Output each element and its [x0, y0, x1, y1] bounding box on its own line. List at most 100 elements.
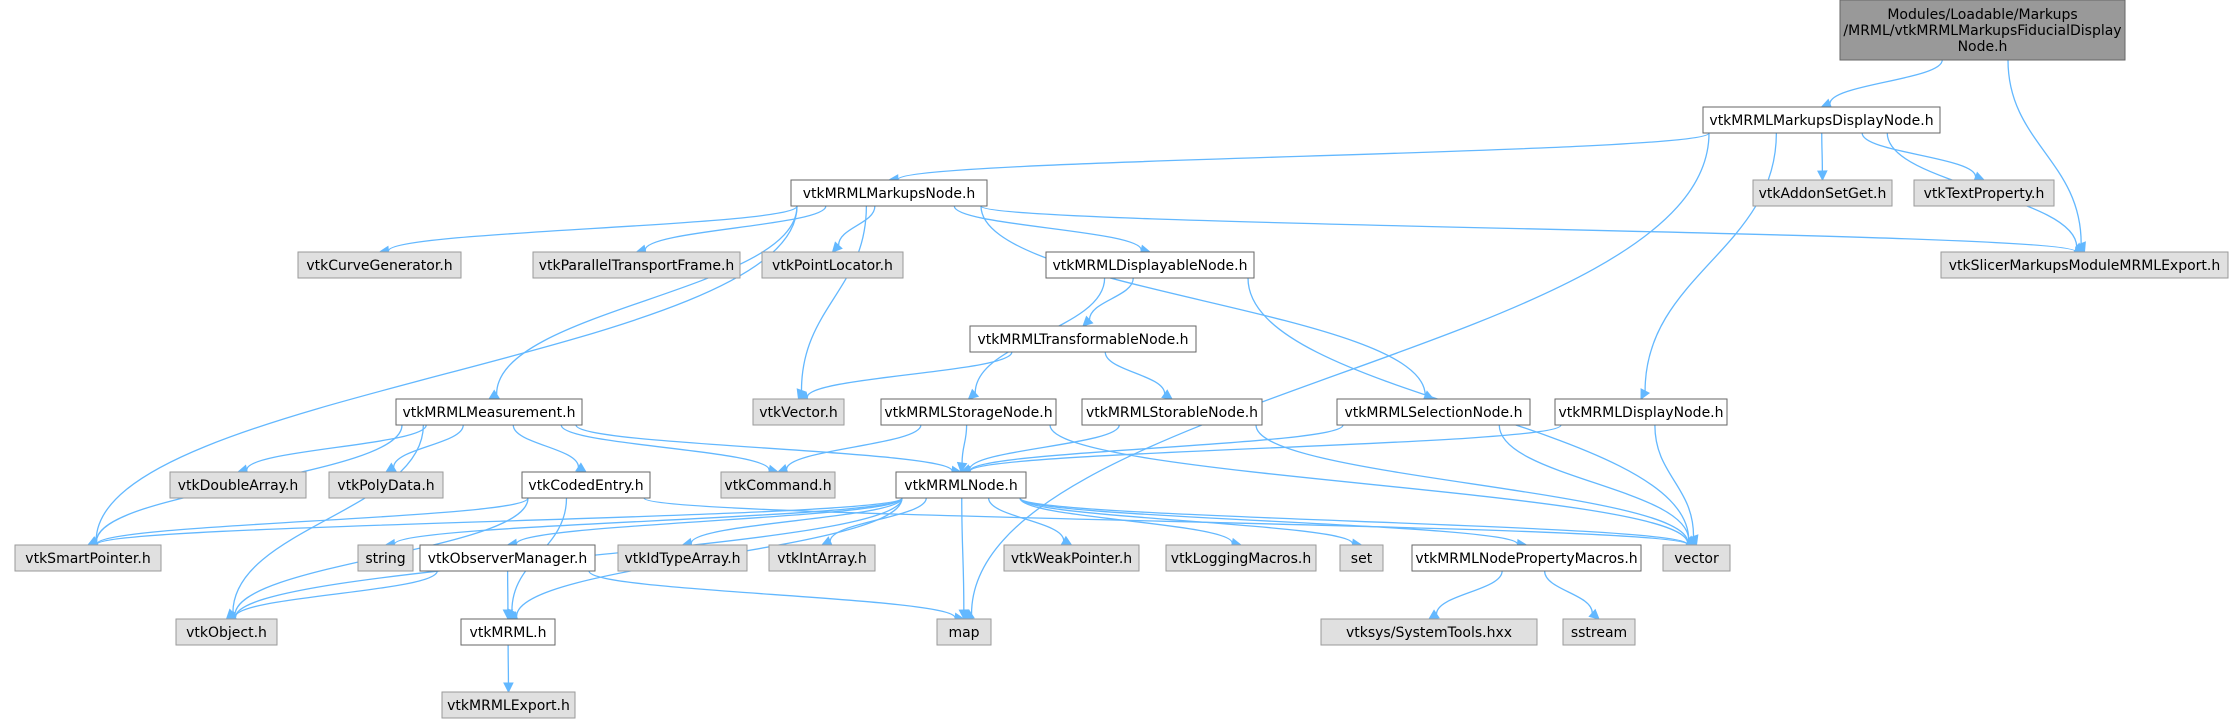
edge-line — [1019, 497, 1233, 544]
edge-line — [961, 497, 965, 611]
edge-line — [1019, 497, 1689, 545]
node-storablenode[interactable]: vtkMRMLStorableNode.h — [1081, 398, 1263, 426]
edge-line — [980, 205, 2077, 253]
node-box — [617, 544, 748, 572]
node-box — [768, 544, 876, 572]
edge-line — [246, 424, 427, 471]
node-displaynode[interactable]: vtkMRMLDisplayNode.h — [1554, 398, 1728, 426]
node-doublearray: vtkDoubleArray.h — [169, 471, 307, 499]
edge-arrowhead — [1588, 608, 1600, 620]
node-measurement[interactable]: vtkMRMLMeasurement.h — [395, 398, 583, 426]
edge-measurement-to-codedentry — [512, 424, 587, 473]
edge-markupsnode-to-displayablenode — [953, 205, 1152, 255]
edge-codedentry-to-vector — [643, 497, 1698, 550]
edge-root-to-markupsdisplaynode — [1820, 59, 1943, 109]
edge-line — [95, 205, 798, 542]
node-root[interactable]: Modules/Loadable/Markups/MRML/vtkMRMLMar… — [1839, 0, 2126, 61]
edge-storablenode-to-mrmlnode — [959, 424, 1120, 475]
node-object: vtkObject.h — [175, 618, 278, 646]
node-transformablenode[interactable]: vtkMRMLTransformableNode.h — [969, 325, 1197, 353]
edges-layer — [86, 59, 2086, 694]
edge-line — [1104, 351, 1166, 394]
node-selectionnode[interactable]: vtkMRMLSelectionNode.h — [1336, 398, 1531, 426]
node-label: vtkCommand.h — [724, 478, 831, 494]
edge-mrmlnode-to-map — [958, 497, 970, 621]
node-label: vtkSmartPointer.h — [25, 551, 150, 567]
edge-mrmlnode-to-nodepropertymacros — [1019, 497, 1528, 550]
node-displayablenode[interactable]: vtkMRMLDisplayableNode.h — [1045, 251, 1255, 279]
edge-line — [1644, 132, 1778, 391]
edge-arrowhead — [503, 682, 514, 694]
edge-displayablenode-to-transformablenode — [1082, 277, 1134, 327]
edge-arrowhead — [1082, 315, 1094, 327]
node-box — [1339, 544, 1384, 572]
node-label: vtkPolyData.h — [337, 478, 434, 494]
node-label: vtkWeakPointer.h — [1011, 551, 1132, 567]
node-label: vtkIdTypeArray.h — [624, 551, 740, 567]
node-textproperty: vtkTextProperty.h — [1913, 179, 2055, 207]
edge-line — [575, 424, 953, 472]
node-label: vtkMRMLTransformableNode.h — [977, 332, 1188, 348]
node-mrml_h[interactable]: vtkMRML.h — [460, 618, 556, 646]
node-label: vtkMRMLMarkupsNode.h — [803, 186, 976, 202]
node-markupsdisplaynode[interactable]: vtkMRMLMarkupsDisplayNode.h — [1702, 106, 1941, 134]
node-storagenode[interactable]: vtkMRMLStorageNode.h — [880, 398, 1057, 426]
node-box — [720, 471, 836, 499]
node-box — [969, 325, 1197, 353]
edge-line — [393, 424, 464, 468]
node-mrmlnode[interactable]: vtkMRMLNode.h — [895, 471, 1027, 499]
node-label: vtkObject.h — [186, 625, 267, 641]
edge-line — [560, 424, 770, 471]
node-label: vtkTextProperty.h — [1924, 186, 2045, 202]
node-smartpointer: vtkSmartPointer.h — [14, 544, 162, 572]
node-box — [1662, 544, 1731, 572]
node-observermanager[interactable]: vtkObserverManager.h — [419, 544, 596, 572]
node-box — [752, 398, 845, 426]
edge-arrowhead — [1817, 170, 1828, 182]
edge-line — [393, 497, 903, 545]
edge-storagenode-to-command — [776, 424, 922, 475]
node-curvegenerator: vtkCurveGenerator.h — [297, 251, 462, 279]
node-box — [441, 691, 576, 719]
edge-line — [588, 570, 956, 619]
edge-nodepropertymacros-to-sstream — [1543, 570, 1600, 620]
node-box — [1320, 618, 1538, 646]
node-slicerexport: vtkSlicerMarkupsModuleMRMLExport.h — [1940, 251, 2229, 279]
node-nodepropertymacros[interactable]: vtkMRMLNodePropertyMacros.h — [1411, 544, 1642, 572]
edge-line — [1435, 570, 1503, 615]
node-box — [1554, 398, 1728, 426]
edge-line — [1255, 424, 1689, 543]
node-weakpointer: vtkWeakPointer.h — [1003, 544, 1140, 572]
node-box — [357, 544, 414, 572]
node-codedentry[interactable]: vtkCodedEntry.h — [521, 471, 651, 499]
edge-line — [1861, 132, 1977, 177]
node-box — [419, 544, 596, 572]
node-markupsnode[interactable]: vtkMRMLMarkupsNode.h — [790, 179, 988, 207]
node-addonsetget: vtkAddonSetGet.h — [1752, 179, 1893, 207]
node-intarray: vtkIntArray.h — [768, 544, 876, 572]
node-box — [936, 618, 992, 646]
edge-line — [800, 205, 868, 391]
edge-line — [1088, 277, 1134, 320]
node-box — [1411, 544, 1642, 572]
edge-observermanager-to-object — [225, 570, 438, 623]
edge-line — [387, 205, 798, 252]
node-label: vtkIntArray.h — [777, 551, 866, 567]
edge-displaynode-to-vector — [1654, 424, 1699, 547]
node-set: set — [1339, 544, 1384, 572]
node-label: vtkObserverManager.h — [428, 551, 588, 567]
node-label: vtkPointLocator.h — [772, 258, 893, 274]
node-label: Modules/Loadable/Markups — [1887, 7, 2077, 23]
node-label: vtkMRML.h — [470, 625, 547, 641]
node-box — [175, 618, 278, 646]
edge-mrml_h-to-mrmlexport — [503, 644, 514, 694]
node-box — [328, 471, 444, 499]
node-box — [532, 251, 741, 279]
edge-arrowhead — [488, 389, 500, 400]
edge-line — [980, 205, 1426, 396]
node-systemtools: vtksys/SystemTools.hxx — [1320, 618, 1538, 646]
edge-arrowhead — [1161, 389, 1173, 400]
edge-markupsdisplaynode-to-textproperty — [1861, 132, 1986, 182]
edge-root-to-slicerexport — [2007, 59, 2086, 254]
